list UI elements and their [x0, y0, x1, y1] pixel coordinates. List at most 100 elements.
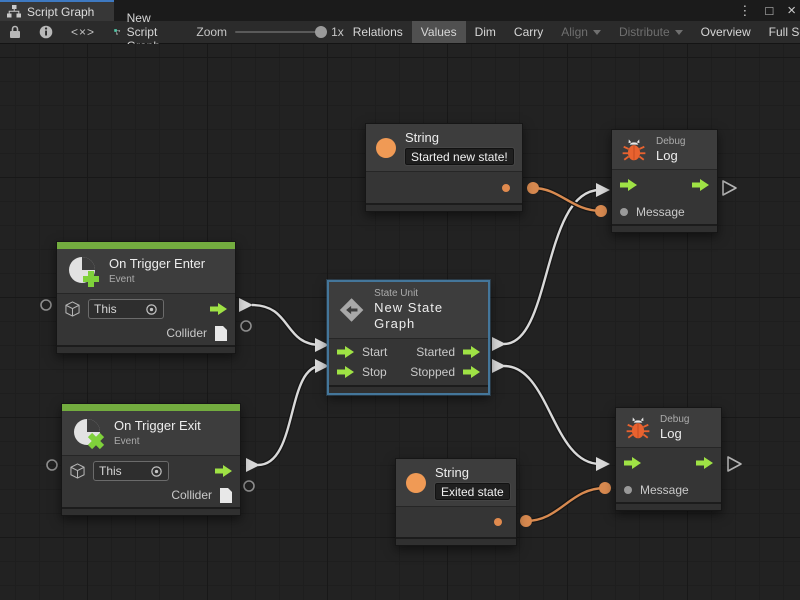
node-state-unit[interactable]: State Unit New State Graph Start Started… — [327, 280, 490, 395]
flow-input-port[interactable] — [624, 457, 641, 470]
overview-button[interactable]: Overview — [692, 21, 760, 43]
node-string-top[interactable]: String Started new state! — [365, 123, 523, 213]
cube-icon — [70, 463, 85, 479]
flow-output-port[interactable] — [692, 179, 709, 192]
flow-output-port[interactable] — [215, 465, 232, 477]
target-dropdown[interactable]: This — [93, 461, 169, 481]
target-icon — [146, 303, 157, 315]
dropdown-arrow-icon — [592, 29, 601, 35]
port-label: Collider — [166, 326, 207, 340]
carry-label: Carry — [513, 25, 544, 39]
document-icon — [215, 325, 227, 341]
zoom-value: 1x — [331, 25, 344, 39]
node-title: Log — [660, 426, 682, 441]
carry-toggle[interactable]: Carry — [505, 21, 552, 43]
flow-output-port[interactable] — [463, 346, 480, 358]
node-title: String — [435, 465, 469, 480]
string-value-field[interactable]: Started new state! — [404, 147, 515, 167]
graph-toolbar: <×> New Script Graph Zoom 1x Relations V… — [0, 11, 800, 53]
event-color-bar — [57, 242, 235, 249]
node-kind: State Unit — [374, 288, 419, 299]
hierarchy-icon — [7, 5, 21, 18]
target-dropdown[interactable]: This — [88, 299, 164, 319]
kebab-menu-icon[interactable]: ⋮ — [738, 2, 752, 18]
node-footer — [62, 507, 240, 515]
event-color-bar — [62, 404, 240, 411]
flow-output-port[interactable] — [696, 457, 713, 470]
zoom-label: Zoom — [196, 25, 228, 39]
flow-output-port[interactable] — [463, 365, 480, 378]
values-label: Values — [420, 25, 457, 39]
node-on-trigger-exit[interactable]: On Trigger Exit Event This Collider — [61, 403, 241, 516]
node-title: String — [405, 130, 439, 145]
string-value-field[interactable]: Exited state — [434, 482, 511, 502]
port-label: Collider — [171, 488, 212, 502]
info-icon — [39, 25, 53, 39]
zoom-slider[interactable] — [235, 26, 328, 38]
node-kind: Debug — [660, 414, 690, 425]
port-label: Message — [640, 483, 689, 498]
state-unit-icon — [339, 297, 364, 322]
flow-input-port[interactable] — [337, 365, 354, 378]
node-title: New State Graph — [374, 300, 444, 332]
lock-button[interactable] — [0, 21, 30, 43]
align-label: Align — [561, 25, 588, 39]
document-icon — [220, 487, 232, 503]
port-label: Start — [362, 345, 388, 359]
maximize-icon[interactable]: □ — [765, 3, 774, 18]
align-dropdown[interactable]: Align — [552, 21, 610, 43]
event-exit-icon — [74, 419, 105, 450]
node-title: On Trigger Enter — [109, 256, 206, 272]
node-title: On Trigger Exit — [114, 418, 201, 434]
port-label: Message — [636, 205, 685, 220]
port-label: Started — [416, 345, 455, 359]
dim-toggle[interactable]: Dim — [466, 21, 505, 43]
node-footer — [396, 537, 516, 546]
tab-bar: Script Graph ⋮ □ × — [0, 0, 800, 21]
node-footer — [57, 345, 235, 353]
graph-icon — [114, 29, 121, 35]
node-footer — [329, 384, 488, 393]
value-input-port[interactable] — [624, 486, 632, 495]
bug-icon — [622, 139, 646, 161]
node-debug-log-bottom[interactable]: Debug Log Message — [615, 407, 722, 512]
dim-label: Dim — [474, 25, 496, 39]
node-title: Log — [656, 148, 678, 163]
tab-script-graph[interactable]: Script Graph — [0, 0, 114, 21]
code-icon: <×> — [71, 25, 96, 39]
value-output-port[interactable] — [502, 183, 510, 192]
node-footer — [612, 224, 717, 233]
node-kind: Debug — [656, 136, 686, 147]
info-button[interactable] — [30, 21, 62, 43]
flow-input-port[interactable] — [337, 346, 354, 358]
code-view-button[interactable]: <×> — [62, 21, 104, 43]
node-footer — [366, 203, 522, 212]
node-string-bottom[interactable]: String Exited state — [395, 458, 517, 547]
bug-icon — [626, 417, 650, 439]
values-toggle[interactable]: Values — [411, 21, 466, 43]
distribute-dropdown[interactable]: Distribute — [610, 21, 692, 43]
lock-icon — [10, 25, 20, 38]
node-debug-log-top[interactable]: Debug Log Message — [611, 129, 718, 234]
flow-input-port[interactable] — [620, 179, 637, 192]
fullscreen-button[interactable]: Full Scr — [760, 21, 800, 43]
value-input-port[interactable] — [620, 208, 628, 217]
node-footer — [616, 502, 721, 511]
string-icon — [376, 137, 396, 158]
port-label: Stop — [362, 364, 387, 379]
zoom-slider-handle[interactable] — [315, 26, 328, 38]
fullscreen-label: Full Scr — [768, 25, 800, 39]
string-icon — [406, 472, 426, 493]
target-value: This — [99, 464, 122, 478]
node-kind: Event — [109, 273, 135, 285]
relations-toggle[interactable]: Relations — [344, 21, 412, 43]
node-on-trigger-enter[interactable]: On Trigger Enter Event This Collider — [56, 241, 236, 354]
flow-output-port[interactable] — [210, 303, 227, 315]
node-kind: Event — [114, 435, 140, 447]
value-output-port[interactable] — [494, 518, 502, 527]
relations-label: Relations — [352, 25, 403, 39]
target-icon — [151, 465, 162, 477]
dropdown-arrow-icon — [674, 29, 683, 35]
close-icon[interactable]: × — [787, 2, 796, 19]
distribute-label: Distribute — [618, 25, 670, 39]
